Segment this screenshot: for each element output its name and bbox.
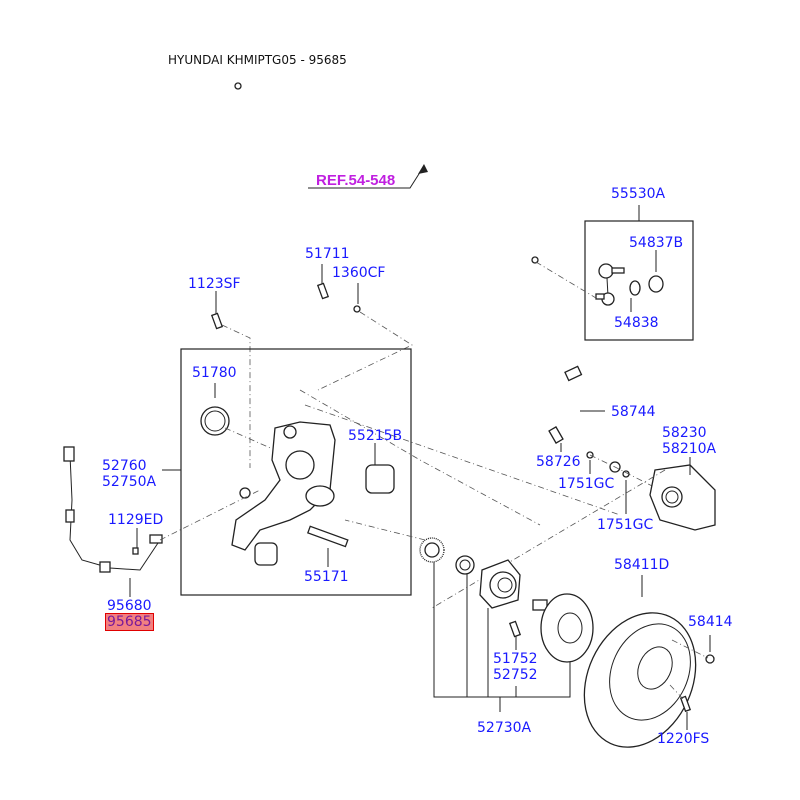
hub-bearing xyxy=(479,559,521,609)
label-1123SF[interactable]: 1123SF xyxy=(188,276,241,292)
hub-bolt xyxy=(508,620,522,638)
label-1751GC-b[interactable]: 1751GC xyxy=(597,517,654,533)
label-1220FS[interactable]: 1220FS xyxy=(657,731,710,747)
label-54838[interactable]: 54838 xyxy=(614,315,659,331)
header-title: HYUNDAI KHMIPTG05 - 95685 xyxy=(168,53,347,67)
bolt-51711 xyxy=(316,282,330,300)
bolt-55171 xyxy=(307,525,349,548)
label-55530A[interactable]: 55530A xyxy=(611,186,666,202)
ref-54-548-link[interactable]: REF.54-548 xyxy=(316,172,396,189)
label-58230[interactable]: 58230 xyxy=(662,425,707,441)
stabilizer-bar xyxy=(234,56,557,264)
brake-hose xyxy=(549,365,621,473)
bolt-58726 xyxy=(548,426,564,444)
knuckle-box xyxy=(180,348,412,596)
brake-caliper xyxy=(649,464,716,531)
nut-1360CF xyxy=(353,305,361,313)
label-58414[interactable]: 58414 xyxy=(688,614,733,630)
label-52730A[interactable]: 52730A xyxy=(477,720,532,736)
label-1751GC-a[interactable]: 1751GC xyxy=(558,476,615,492)
label-52752[interactable]: 52752 xyxy=(493,667,538,683)
dust-cover xyxy=(455,555,475,575)
o-ring-54838 xyxy=(629,280,641,296)
bolt-1123SF xyxy=(210,312,224,330)
label-51752[interactable]: 51752 xyxy=(493,651,538,667)
label-58726[interactable]: 58726 xyxy=(536,454,581,470)
rear-knuckle xyxy=(231,421,336,551)
bolt-1220FS xyxy=(679,695,692,713)
hub-flange xyxy=(532,593,594,663)
label-52750A[interactable]: 52750A xyxy=(102,474,157,490)
cap-54837B xyxy=(648,275,664,293)
bushing-55215B xyxy=(365,464,395,494)
label-95685-highlighted[interactable]: 95685 xyxy=(105,613,154,631)
label-58210A[interactable]: 58210A xyxy=(662,441,717,457)
wheel-speed-sensor xyxy=(63,446,163,573)
label-51780[interactable]: 51780 xyxy=(192,365,237,381)
label-1129ED[interactable]: 1129ED xyxy=(108,512,164,528)
stabilizer-link xyxy=(595,263,625,306)
label-51711[interactable]: 51711 xyxy=(305,246,350,262)
label-1360CF[interactable]: 1360CF xyxy=(332,265,386,281)
label-58411D[interactable]: 58411D xyxy=(614,557,670,573)
bushing-lower xyxy=(254,542,278,566)
label-52760[interactable]: 52760 xyxy=(102,458,147,474)
label-54837B[interactable]: 54837B xyxy=(629,235,684,251)
bolt-1129ED xyxy=(132,547,139,555)
label-58744[interactable]: 58744 xyxy=(611,404,656,420)
label-55171[interactable]: 55171 xyxy=(304,569,349,585)
label-55215B[interactable]: 55215B xyxy=(348,428,403,444)
screw-58414 xyxy=(705,654,715,664)
label-95680[interactable]: 95680 xyxy=(107,598,152,614)
